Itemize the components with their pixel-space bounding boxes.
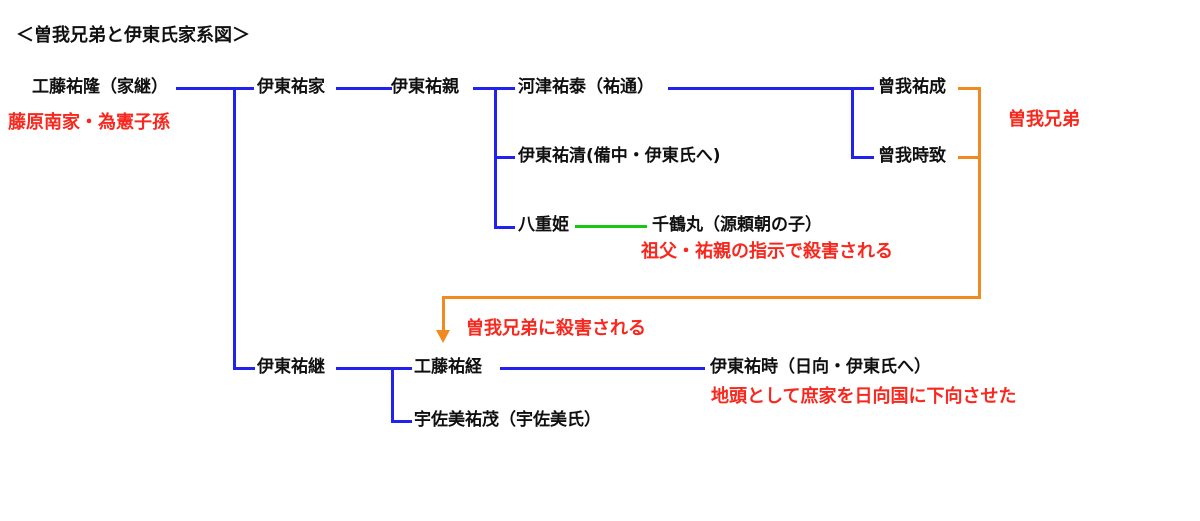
edge-spine-to-sogatokimune [851, 156, 874, 159]
edge-spine-to-itosukekiyo [494, 156, 515, 159]
node-usami-sukeshige: 宇佐美祐茂（宇佐美氏） [414, 410, 601, 430]
spine-itosuketsugu-children [391, 367, 394, 421]
note-killed-by-soga: 曽我兄弟に殺害される [466, 318, 646, 339]
node-senzurumaru: 千鶴丸（源頼朝の子） [652, 215, 822, 235]
node-ito-sukechika: 伊東祐親 [391, 77, 459, 97]
node-ito-suketsugu: 伊東祐継 [257, 357, 325, 377]
edge-spine-to-sogasukenari [851, 87, 874, 90]
spine-soga-brothers [851, 87, 854, 157]
edge-spine-to-usamisukeshige [391, 420, 412, 423]
orange-edge-sogasukenari [958, 87, 980, 90]
node-soga-tokimune: 曾我時致 [878, 146, 946, 166]
note-fujiwara-lineage: 藤原南家・為憲子孫 [8, 112, 170, 133]
edge-spine-to-kudosuketsune [391, 367, 412, 370]
note-soga-brothers: 曽我兄弟 [1008, 109, 1080, 130]
edge-itosukeie-to-itosukechika [336, 87, 392, 90]
edge-itosukechika-to-spine [473, 87, 497, 90]
note-jito-hyuga: 地頭として庶家を日向国に下向させた [711, 386, 1017, 407]
node-kawazu-sukeyasu: 河津祐泰（祐通） [518, 77, 654, 97]
edge-spine-to-itosuketsugu [233, 367, 255, 370]
diagram-title: ＜曽我兄弟と伊東氏家系図＞ [16, 25, 250, 46]
orange-edge-down-to-kudosuketsune [442, 296, 445, 332]
edge-spine-to-yaehime [494, 226, 515, 229]
edge-spine-to-kawazusukeyasu [494, 87, 515, 90]
edge-kudosuketsune-to-itosuketoki [500, 367, 705, 370]
orange-edge-sogatokimune [958, 156, 980, 159]
node-soga-sukenari: 曾我祐成 [878, 77, 946, 97]
edge-itosuketsugu-to-spine [336, 367, 392, 370]
spine-kudosuketaka-children [233, 87, 236, 369]
node-ito-sukekiyo: 伊東祐清(備中・伊東氏へ) [518, 146, 721, 166]
note-senzurumaru-killed: 祖父・祐親の指示で殺害される [641, 241, 893, 262]
node-kudo-suketaka: 工藤祐隆（家継） [32, 77, 168, 97]
edge-yaehime-to-senzurumaru [575, 225, 647, 228]
node-yaehime: 八重姫 [518, 215, 569, 235]
node-ito-suketoki: 伊東祐時（日向・伊東氏へ） [710, 357, 931, 377]
edge-kawazusukeyasu-to-sogabracket [668, 87, 854, 90]
edge-kudosuketaka-to-itosukeie [176, 87, 254, 90]
node-kudo-suketsune: 工藤祐経 [414, 357, 482, 377]
orange-spine-soga-brothers [978, 87, 981, 298]
orange-arrowhead-icon [436, 330, 450, 343]
node-ito-sukeie: 伊東祐家 [257, 77, 325, 97]
orange-edge-horizontal-run [443, 296, 981, 299]
